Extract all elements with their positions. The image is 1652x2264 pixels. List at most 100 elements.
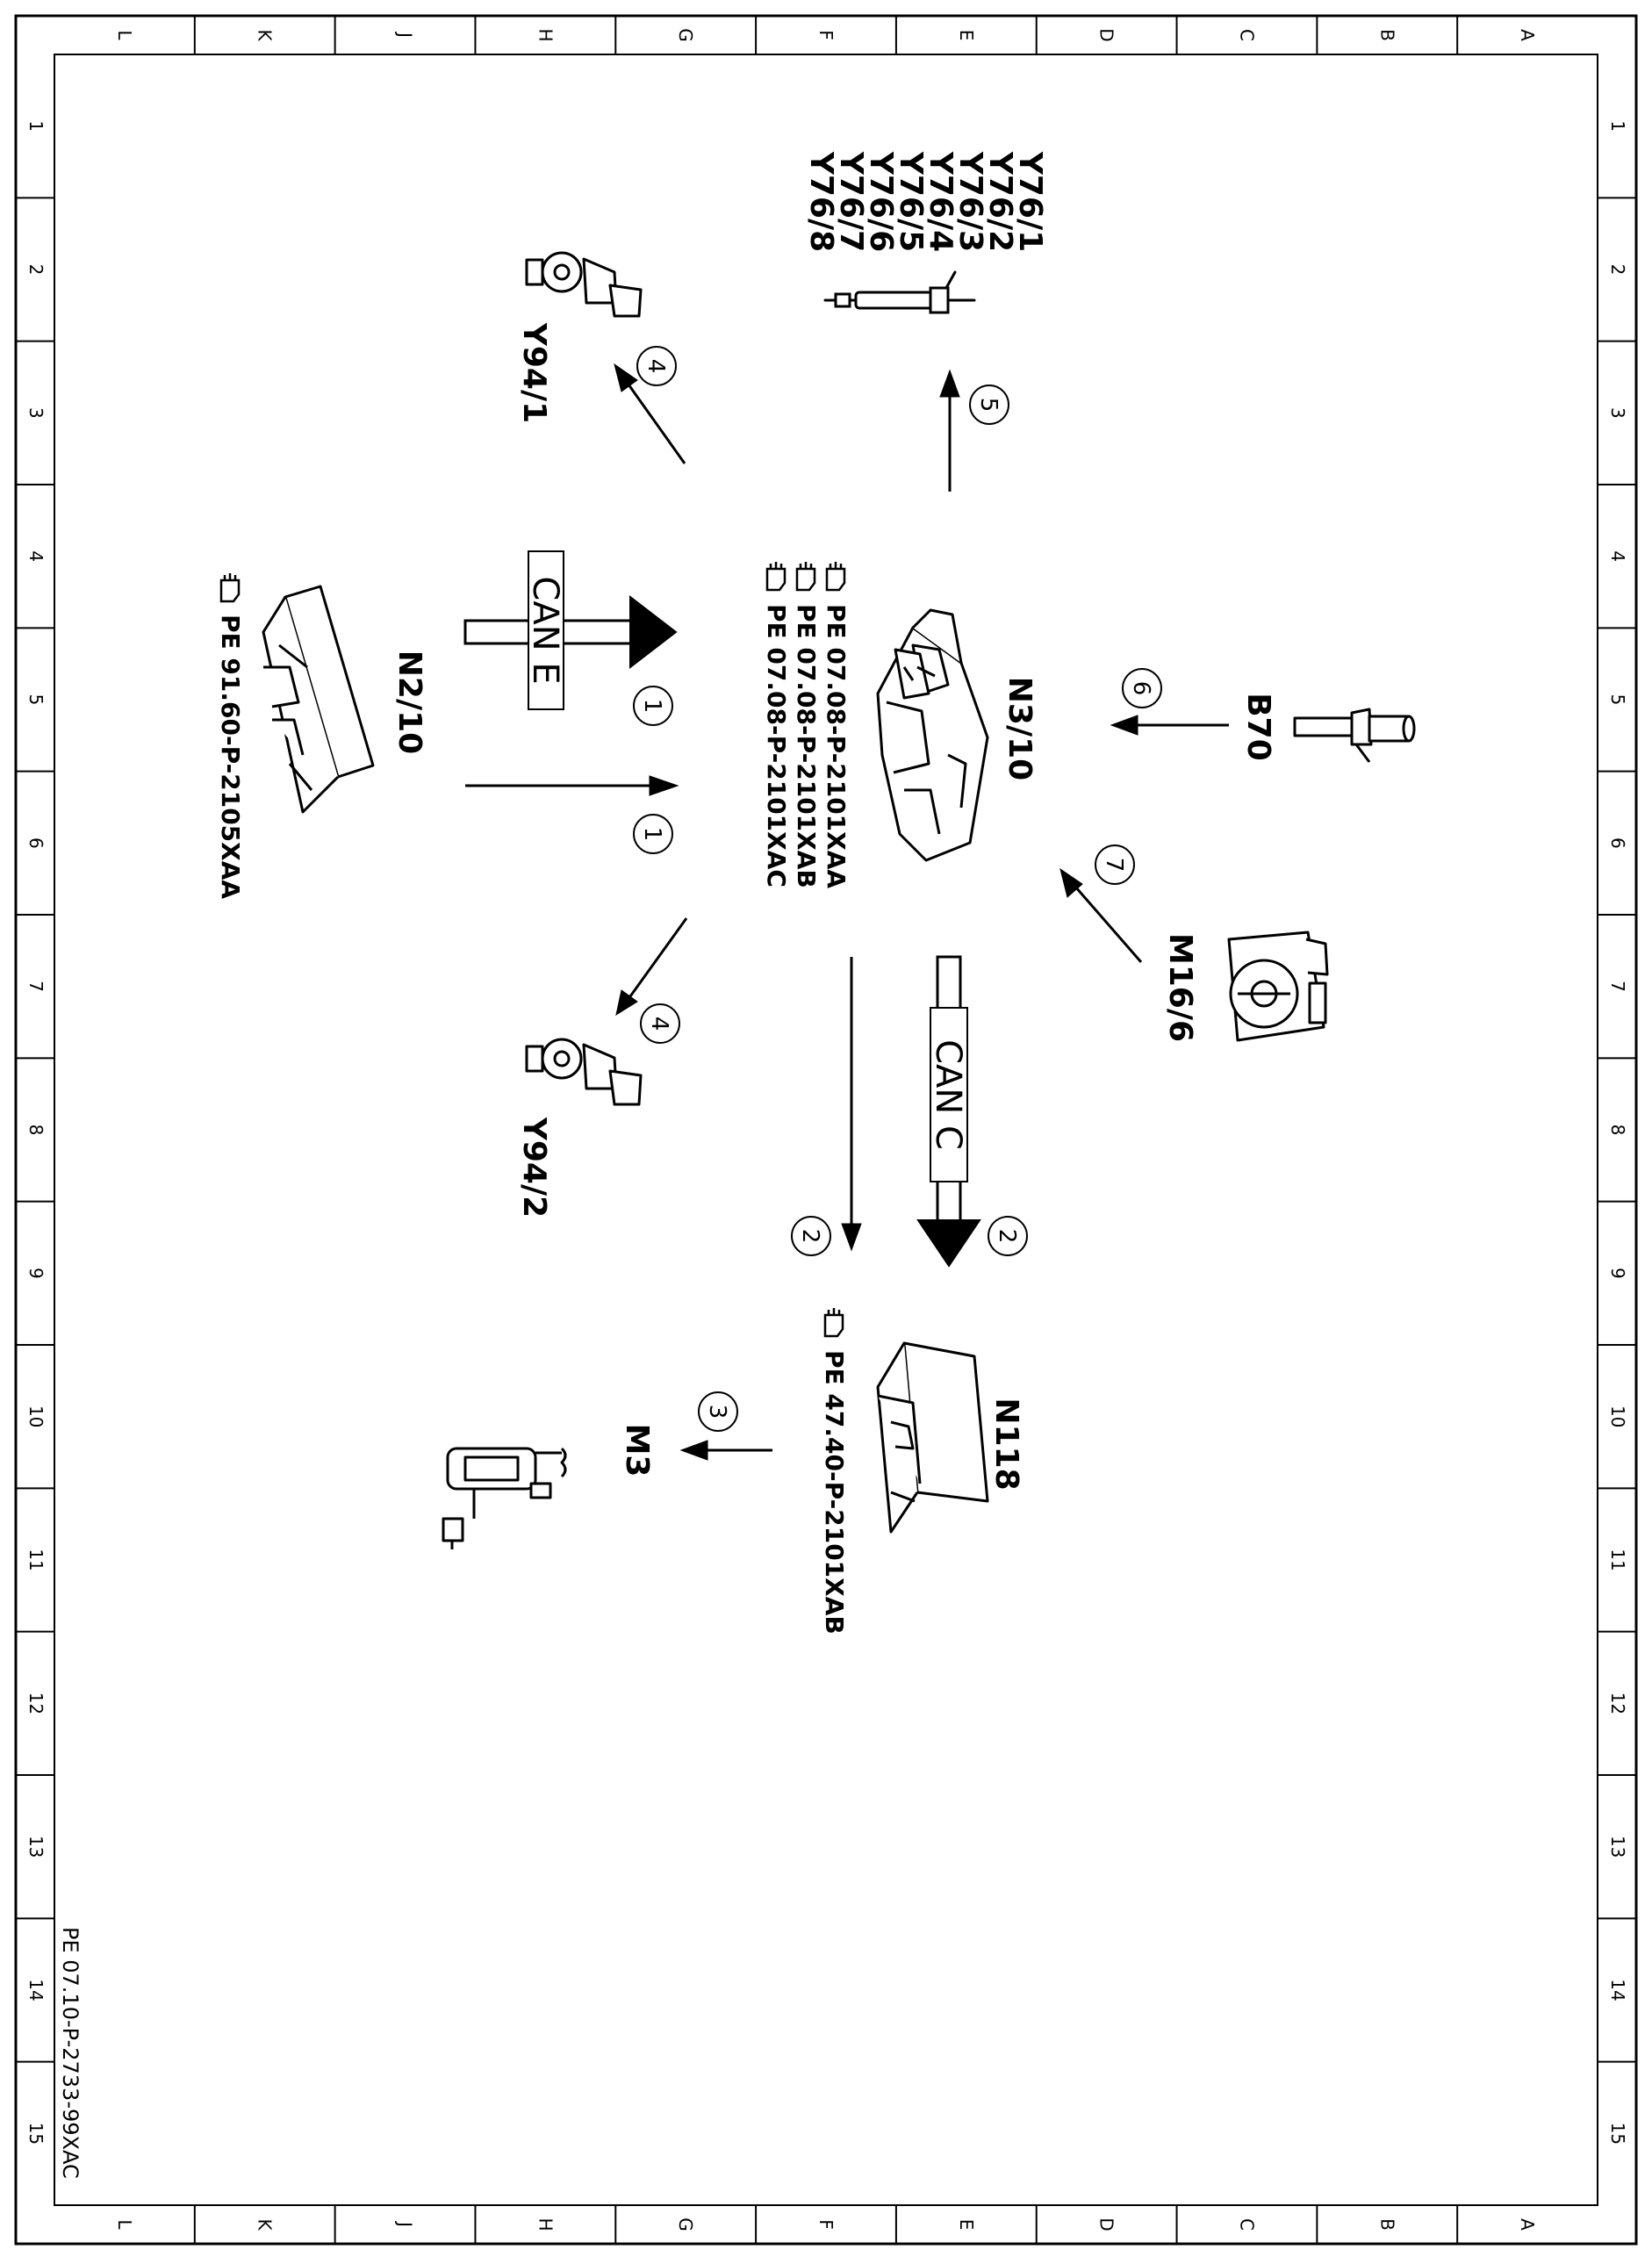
frame-row-label-8: 8 xyxy=(25,1125,47,1136)
frame-row-label-12: 12 xyxy=(1607,1693,1628,1714)
svg-text:5: 5 xyxy=(975,398,1002,413)
frame-row-label-2: 2 xyxy=(25,264,47,276)
frame-row-label-9: 9 xyxy=(25,1268,47,1279)
frame-row-label-1: 1 xyxy=(25,120,47,132)
callout-2a: 2 xyxy=(791,1216,831,1256)
y76-label-7: Y76/7 xyxy=(833,151,869,252)
n118-ref-1: PE 47.40-P-2101XAB xyxy=(820,1350,849,1635)
frame-grid-ticks xyxy=(16,16,1636,2244)
frame-row-label-11: 11 xyxy=(25,1549,47,1570)
svg-text:1: 1 xyxy=(639,699,665,714)
svg-text:1: 1 xyxy=(639,827,665,842)
reference-hand-icon xyxy=(825,562,846,592)
callout-1b: 1 xyxy=(633,814,673,854)
svg-text:4: 4 xyxy=(643,359,669,374)
n3-10-ref-1: PE 07.08-P-2101XAA xyxy=(822,604,851,888)
frame-row-label-4: 4 xyxy=(1607,550,1628,562)
can-e-bus-arrow xyxy=(463,594,678,670)
m3-label: M3 xyxy=(619,1424,655,1477)
y76-label-6: Y76/6 xyxy=(863,151,899,252)
can-c-label-box: CAN C xyxy=(928,1007,968,1182)
frame-row-label-11: 11 xyxy=(1607,1549,1628,1570)
b70-label: B70 xyxy=(1240,693,1276,761)
frame-col-label-C: C xyxy=(1236,29,1257,41)
frame-row-label-14: 14 xyxy=(25,1979,47,2001)
n118-module-drawing xyxy=(876,1341,989,1534)
frame-row-label-15: 15 xyxy=(1607,2123,1628,2145)
frame-row-label-4: 4 xyxy=(25,550,47,562)
callout-1a: 1 xyxy=(633,686,673,726)
frame-col-label-L: L xyxy=(114,2219,135,2230)
n3-10-ecu-drawing xyxy=(876,608,989,862)
n3-10-ref-3: PE 07.08-P-2101XAC xyxy=(762,604,791,888)
frame-row-label-7: 7 xyxy=(1607,981,1628,992)
y76-label-stack: Y76/1 Y76/2 Y76/3 Y76/4 Y76/5 Y76/6 Y76/… xyxy=(803,151,1048,252)
m16-6-throttle-drawing xyxy=(1227,931,1329,1042)
frame-row-label-6: 6 xyxy=(25,837,47,849)
frame-col-label-H: H xyxy=(535,2217,556,2231)
frame-col-label-L: L xyxy=(114,30,135,40)
reference-hand-icon xyxy=(219,573,241,603)
callout-4b: 4 xyxy=(640,1003,680,1044)
m3-pump-drawing xyxy=(442,1447,567,1549)
n2-10-ref-1: PE 91.60-P-2105XAA xyxy=(216,615,245,899)
frame-row-label-13: 13 xyxy=(1607,1836,1628,1858)
drawing-frame xyxy=(14,14,1638,2246)
callout-2b: 2 xyxy=(988,1216,1028,1256)
y76-injector-drawing xyxy=(823,270,976,314)
document-reference: PE 07.10-P-2733-99XAC xyxy=(58,1927,83,2179)
frame-row-label-13: 13 xyxy=(25,1836,47,1858)
svg-text:2: 2 xyxy=(797,1229,823,1244)
frame-col-label-B: B xyxy=(1376,29,1397,41)
n118-label: N118 xyxy=(988,1398,1024,1490)
frame-row-label-2: 2 xyxy=(1607,264,1628,276)
reference-hand-icon xyxy=(795,562,816,592)
signal-arrow-4-upper xyxy=(614,363,686,464)
frame-row-label-5: 5 xyxy=(25,694,47,706)
can-c-label: CAN C xyxy=(928,1039,968,1150)
y94-1-label: Y94/1 xyxy=(516,322,552,423)
callout-4a: 4 xyxy=(636,346,677,386)
can-e-label: CAN E xyxy=(525,576,565,684)
signal-arrow-1 xyxy=(465,775,679,796)
n2-10-label: N2/10 xyxy=(391,650,427,754)
y76-label-4: Y76/4 xyxy=(923,151,959,252)
can-e-label-box: CAN E xyxy=(525,550,565,710)
frame-row-label-5: 5 xyxy=(1607,694,1628,706)
y76-label-2: Y76/2 xyxy=(982,151,1018,252)
frame-col-label-G: G xyxy=(675,2217,696,2232)
frame-row-label-10: 10 xyxy=(25,1405,47,1427)
y94-2-valve-drawing xyxy=(525,1038,643,1106)
b70-sensor-drawing xyxy=(1293,708,1416,763)
frame-col-label-F: F xyxy=(815,2219,837,2230)
frame-col-label-E: E xyxy=(956,2219,977,2231)
n2-10-refs: PE 91.60-P-2105XAA xyxy=(216,573,245,899)
frame-col-label-D: D xyxy=(1096,2217,1117,2231)
signal-arrow-7 xyxy=(1059,867,1143,963)
signal-arrow-4-lower xyxy=(615,917,688,1017)
frame-row-label-7: 7 xyxy=(25,981,47,992)
frame-col-label-B: B xyxy=(1376,2218,1397,2231)
n3-10-refs: PE 07.08-P-2101XAA PE 07.08-P-2101XAB PE… xyxy=(762,562,851,888)
svg-text:2: 2 xyxy=(994,1229,1020,1244)
callout-6: 6 xyxy=(1122,668,1162,708)
frame-col-label-E: E xyxy=(956,30,977,41)
frame-row-label-14: 14 xyxy=(1607,1979,1628,2001)
frame-row-label-12: 12 xyxy=(25,1693,47,1714)
n118-refs: PE 47.40-P-2101XAB xyxy=(820,1308,849,1635)
n3-10-label: N3/10 xyxy=(1002,677,1038,780)
signal-arrows xyxy=(463,363,1229,1461)
frame-col-label-A: A xyxy=(1517,2218,1538,2231)
frame-col-label-K: K xyxy=(255,29,276,41)
frame-row-label-6: 6 xyxy=(1607,837,1628,849)
reference-hand-icon xyxy=(765,562,786,592)
signal-arrow-3 xyxy=(679,1440,772,1461)
frame-row-label-1: 1 xyxy=(1607,120,1628,132)
signal-arrow-2 xyxy=(841,957,862,1252)
svg-text:3: 3 xyxy=(704,1405,730,1419)
y76-label-5: Y76/5 xyxy=(893,151,929,252)
y76-label-1: Y76/1 xyxy=(1012,151,1048,252)
